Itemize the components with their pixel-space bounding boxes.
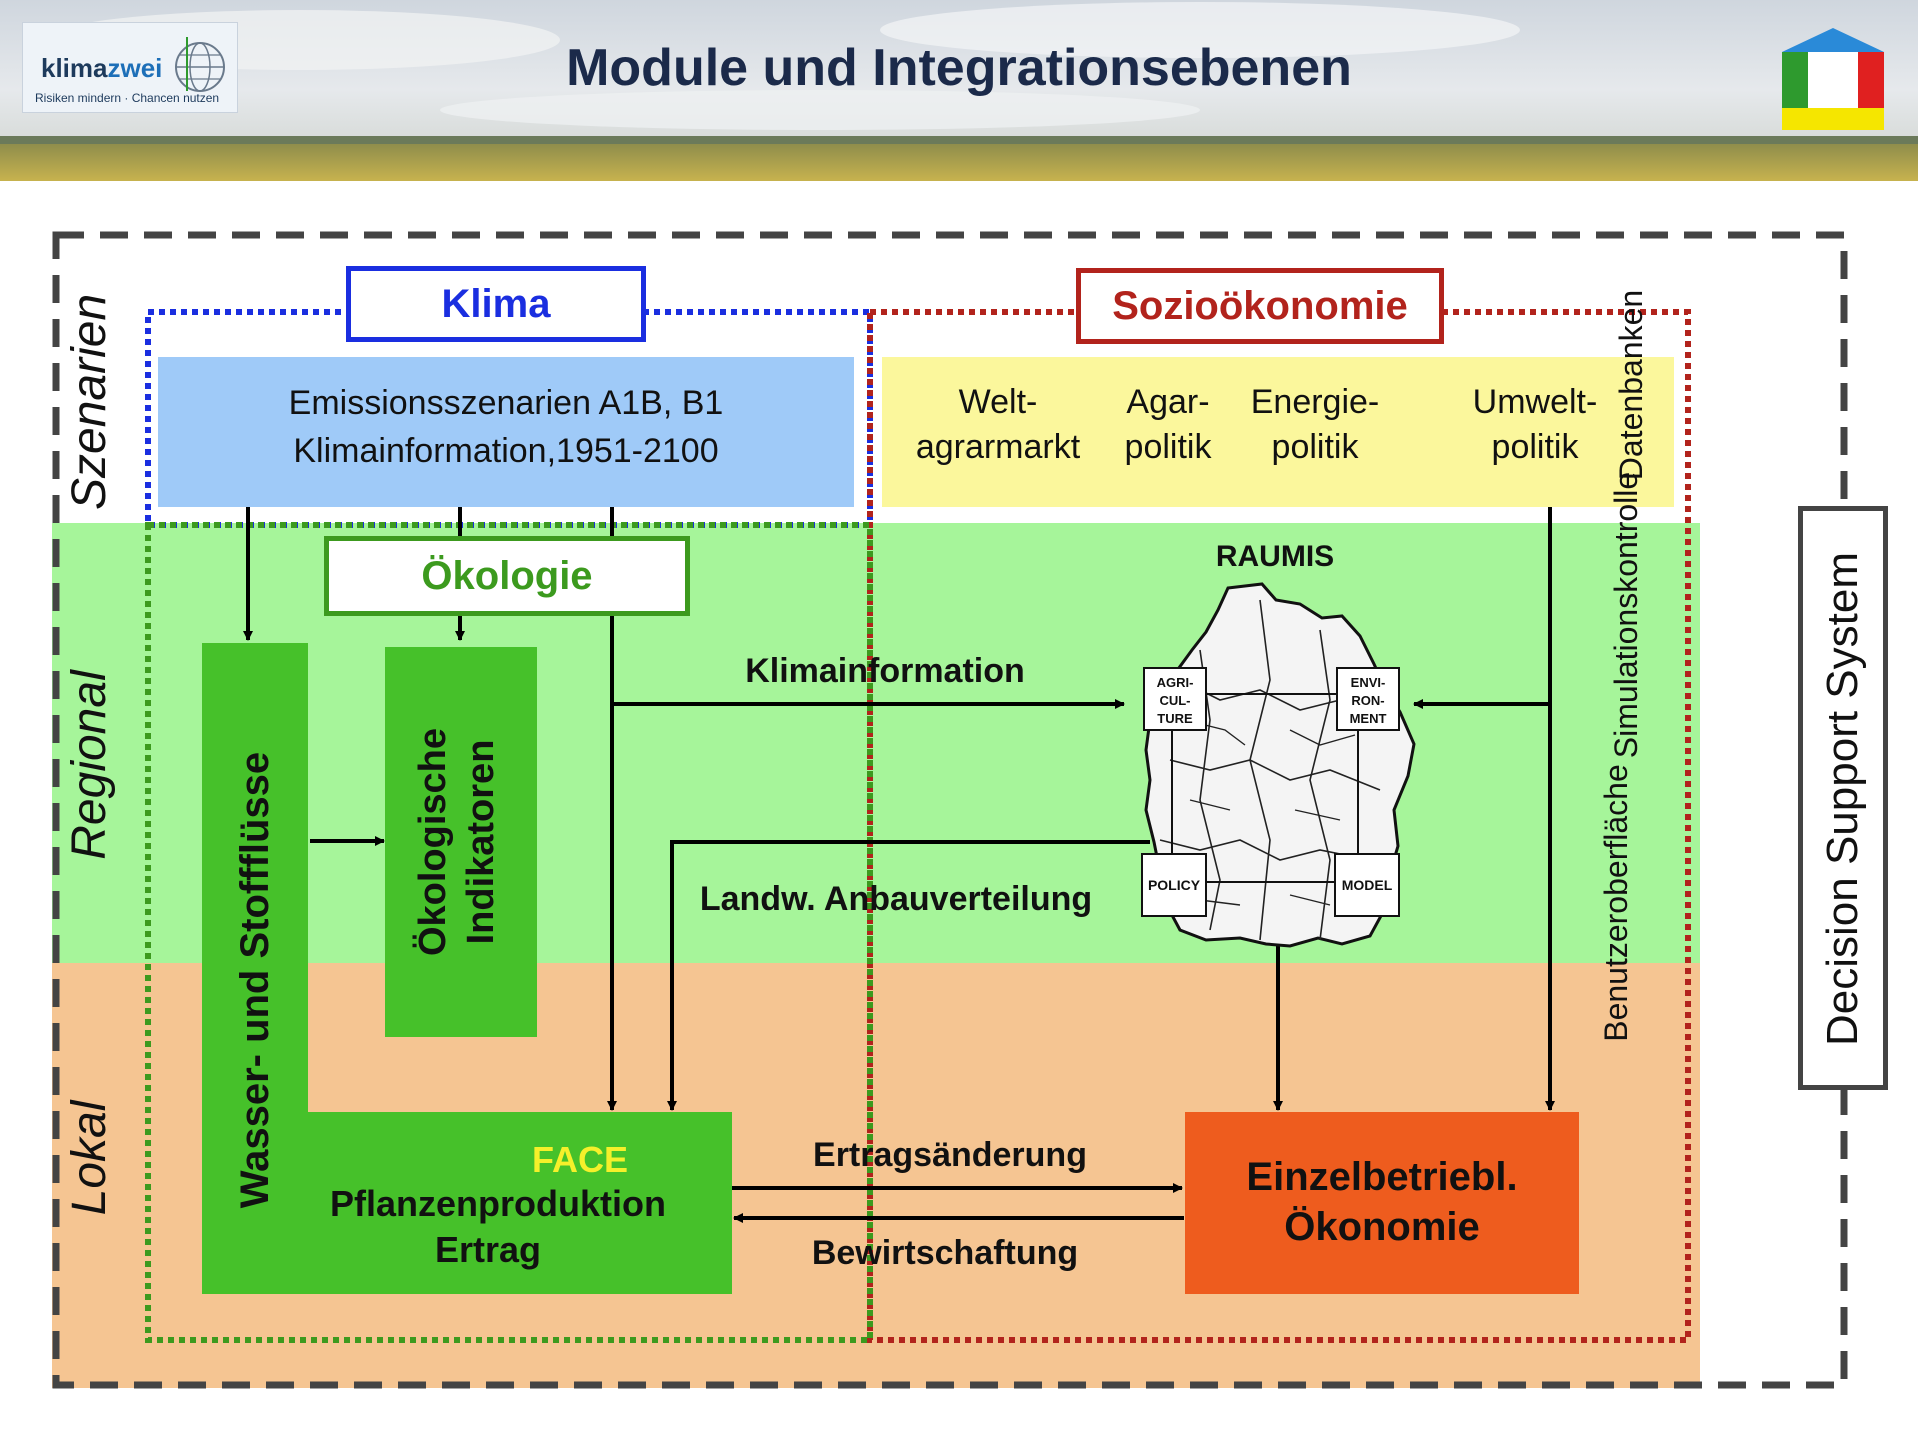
house-logo-icon — [1782, 28, 1884, 130]
module-soziooekonomie: Sozioökonomie — [1076, 268, 1444, 344]
header-banner — [0, 0, 1918, 181]
socio-umweltpolitik: Umwelt-politik — [1472, 383, 1598, 466]
oeko-indikatoren-box — [385, 647, 537, 1037]
level-label-regional: Regional — [63, 670, 116, 860]
arrow-anbauverteilung — [667, 840, 1150, 1111]
einzelbetrieb-box: Einzelbetriebl. Ökonomie — [1185, 1112, 1579, 1294]
einzelbetrieb-label-2: Ökonomie — [1284, 1205, 1480, 1249]
module-klima: Klima — [346, 266, 646, 342]
label-anbauverteilung: Landw. Anbauverteilung — [699, 880, 1093, 918]
label-klimainformation: Klimainformation — [745, 652, 1025, 690]
label-bewirtschaftung: Bewirtschaftung — [811, 1234, 1079, 1272]
side-simulationskontrolle: Simulationskontrolle — [1608, 471, 1644, 759]
socio-agrarpolitik: Agar-politik — [1124, 383, 1212, 466]
logo-name: klimazwei — [41, 53, 163, 83]
raumis-policy-box: POLICY — [1141, 853, 1207, 917]
level-label-szenarien: Szenarien — [63, 293, 116, 510]
wasser-stofffluesse-label: Wasser- und Stoffflüsse — [233, 751, 277, 1209]
dss-label: Decision Support System — [1818, 552, 1867, 1046]
socio-energiepolitik: Energie-politik — [1250, 383, 1380, 466]
level-label-lokal: Lokal — [63, 1100, 116, 1216]
klimazwei-logo: klimazwei Risiken mindern · Chancen nutz… — [22, 22, 238, 113]
raumis-model-box: MODEL — [1334, 853, 1400, 917]
module-oekologie: Ökologie — [324, 536, 690, 616]
logo-tagline: Risiken mindern · Chancen nutzen — [35, 91, 220, 105]
klima-frame — [145, 309, 873, 528]
side-benutzeroberflaeche: Benutzeroberfläche — [1598, 764, 1634, 1042]
label-ertragsaenderung: Ertragsänderung — [813, 1136, 1087, 1174]
dss-box — [1798, 506, 1888, 1090]
raumis-environment-box: ENVI-RON-MENT — [1336, 667, 1400, 731]
socio-scenario-box — [882, 357, 1674, 507]
ertrag-label: Ertrag — [434, 1229, 542, 1270]
klima-info-text: Klimainformation,1951-2100 — [293, 432, 719, 470]
klima-emission-text: Emissionsszenarien A1B, B1 — [288, 384, 724, 422]
oeko-frame — [145, 522, 873, 1343]
side-datenbanken: Datenbanken — [1613, 289, 1649, 481]
einzelbetrieb-label-1: Einzelbetriebl. — [1246, 1155, 1518, 1199]
outer-frame — [52, 231, 1848, 1389]
face-label: FACE — [531, 1139, 628, 1180]
globe-icon — [175, 37, 225, 92]
socio-weltagrarmarkt: Welt-agrarmarkt — [915, 383, 1081, 466]
pflanzenproduktion-label: Pflanzenproduktion — [330, 1183, 666, 1224]
page-title: Module und Integrationsebenen — [566, 39, 1352, 97]
face-box — [202, 1112, 732, 1294]
raumis-title: RAUMIS — [1215, 540, 1335, 573]
raumis-agriculture-box: AGRI-CUL-TURE — [1143, 667, 1207, 731]
klima-scenario-box: Emissionsszenarien A1B, B1 Klimainformat… — [158, 357, 854, 507]
